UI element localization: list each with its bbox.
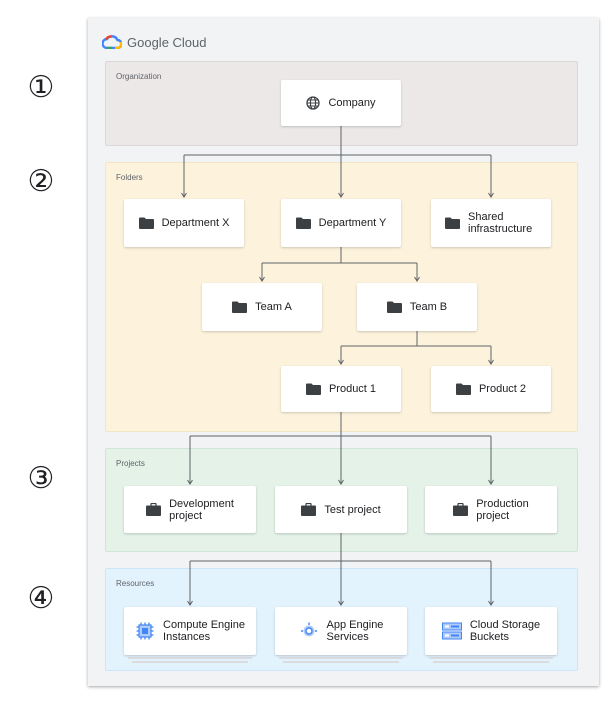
- compute-engine-line-1: Compute Engine: [163, 619, 245, 631]
- organization-band-label: Organization: [116, 72, 162, 81]
- briefcase-icon: [301, 503, 317, 516]
- globe-icon: [306, 96, 321, 110]
- compute-engine-line-2: Instances: [163, 631, 211, 643]
- department-x-label: Department X: [161, 217, 230, 229]
- development-project-node[interactable]: Development project: [124, 486, 256, 533]
- test-project-label: Test project: [324, 503, 381, 516]
- folder-icon: [295, 217, 311, 229]
- compute-engine-icon: [136, 622, 154, 640]
- shared-infrastructure-line-1: Shared: [468, 211, 504, 223]
- google-cloud-header: Google Cloud: [102, 33, 207, 51]
- department-x-node[interactable]: Department X: [124, 199, 244, 247]
- production-project-node[interactable]: Production project: [425, 486, 557, 533]
- production-project-label: Production project: [476, 498, 529, 522]
- folders-band-label: Folders: [116, 173, 143, 182]
- folder-icon: [138, 217, 154, 229]
- cloud-storage-icon: [441, 622, 462, 640]
- folder-icon: [386, 301, 402, 313]
- department-y-label: Department Y: [318, 217, 387, 229]
- cloud-storage-line-2: Buckets: [469, 631, 509, 643]
- folder-icon: [305, 383, 321, 395]
- folder-icon: [455, 383, 471, 395]
- folder-icon: [232, 301, 248, 313]
- google-cloud-logo-icon: [102, 35, 122, 49]
- shared-infrastructure-node[interactable]: Shared infrastructure: [431, 199, 551, 247]
- cloud-storage-label: Cloud Storage Buckets: [470, 619, 540, 643]
- appengine-stack-shadow-1: [279, 657, 403, 659]
- shared-infrastructure-line-2: infrastructure: [468, 223, 533, 235]
- storage-stack-shadow-2: [433, 661, 549, 663]
- step-number-2: ②: [27, 164, 55, 199]
- shared-infrastructure-label: Shared infrastructure: [468, 211, 532, 235]
- app-engine-icon: [300, 622, 317, 637]
- product-2-node[interactable]: Product 2: [431, 366, 551, 412]
- brand-name: Google Cloud: [127, 34, 207, 50]
- test-project-node[interactable]: Test project: [275, 486, 407, 533]
- app-engine-services-node[interactable]: App Engine Services: [275, 607, 407, 655]
- development-project-line-1: Development: [169, 497, 234, 510]
- development-project-line-2: project: [169, 509, 203, 522]
- step-number-3: ③: [27, 461, 55, 496]
- step-number-1: ①: [27, 70, 55, 105]
- app-engine-line-1: App Engine: [326, 619, 384, 631]
- resources-band-label: Resources: [116, 579, 155, 588]
- appengine-stack-shadow-2: [283, 661, 399, 663]
- compute-engine-label: Compute Engine Instances: [163, 619, 245, 643]
- company-label: Company: [328, 97, 376, 109]
- team-a-node[interactable]: Team A: [202, 283, 322, 331]
- team-b-label: Team B: [409, 301, 448, 313]
- team-b-node[interactable]: Team B: [357, 283, 477, 331]
- cloud-storage-line-1: Cloud Storage: [469, 619, 541, 631]
- folder-icon: [445, 217, 460, 229]
- app-engine-line-2: Services: [326, 631, 369, 643]
- compute-engine-instances-node[interactable]: Compute Engine Instances: [124, 607, 256, 655]
- compute-stack-shadow-2: [132, 661, 248, 663]
- product-2-label: Product 2: [478, 383, 527, 395]
- compute-stack-shadow-1: [128, 657, 252, 659]
- team-a-label: Team A: [255, 301, 292, 313]
- cloud-storage-buckets-node[interactable]: Cloud Storage Buckets: [425, 607, 557, 655]
- product-1-label: Product 1: [328, 383, 377, 395]
- app-engine-label: App Engine Services: [327, 619, 384, 643]
- production-project-line-2: project: [476, 509, 510, 522]
- production-project-line-1: Production: [476, 497, 529, 510]
- department-y-node[interactable]: Department Y: [281, 199, 401, 247]
- briefcase-icon: [146, 503, 162, 516]
- company-node[interactable]: Company: [281, 80, 401, 126]
- projects-band-label: Projects: [116, 459, 145, 468]
- development-project-label: Development project: [169, 498, 234, 522]
- product-1-node[interactable]: Product 1: [281, 366, 401, 412]
- step-number-4: ④: [27, 581, 55, 616]
- briefcase-icon: [453, 503, 469, 516]
- storage-stack-shadow-1: [429, 657, 553, 659]
